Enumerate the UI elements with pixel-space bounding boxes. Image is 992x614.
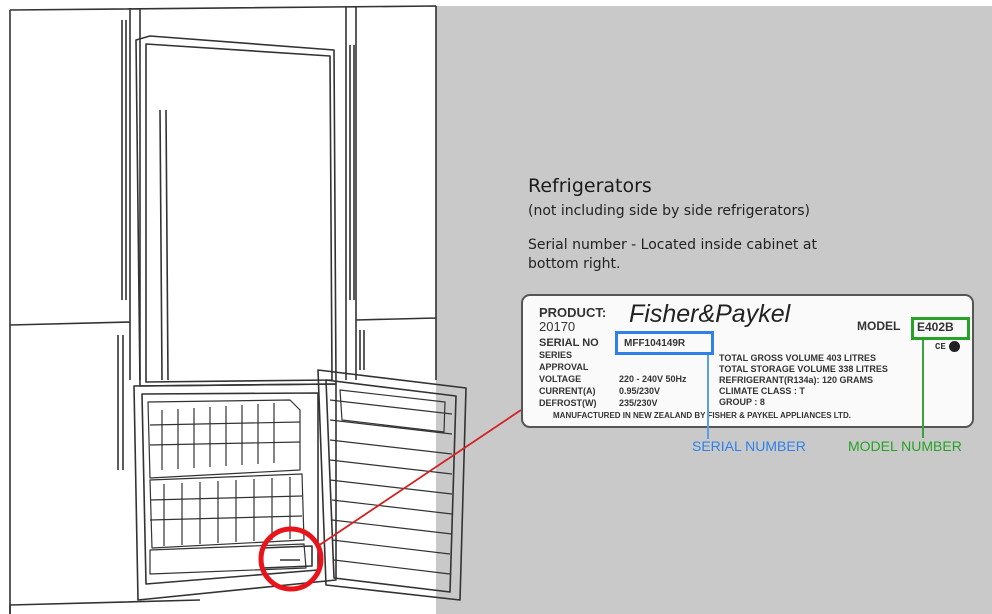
plate-manufacturer: MANUFACTURED IN NEW ZEALAND BY FISHER & … (553, 411, 851, 420)
plate-climate-class: CLIMATE CLASS : T (719, 386, 805, 396)
serial-number-caption: SERIAL NUMBER (692, 438, 806, 454)
serial-pointer-line (707, 355, 709, 439)
plate-approval-label: APPROVAL (539, 362, 588, 372)
plate-product-code: 20170 (539, 319, 575, 334)
model-pointer-line (922, 340, 924, 438)
plate-ce-mark: CE (935, 342, 946, 352)
serial-number-highlight (615, 331, 714, 355)
fridge-upper-handle (160, 110, 168, 380)
plate-current-value: 0.95/230V (619, 386, 660, 396)
plate-serial-label: SERIAL NO (539, 337, 599, 349)
serial-note-line-1: Serial number - Located inside cabinet a… (528, 236, 817, 255)
plate-brand-logo: Fisher&Paykel (629, 300, 790, 329)
model-number-caption: MODEL NUMBER (848, 438, 962, 454)
plate-gross-volume: TOTAL GROSS VOLUME 403 LITRES (719, 353, 876, 363)
plate-current-label: CURRENT(A) (539, 386, 596, 396)
refrigerators-heading: Refrigerators (528, 175, 652, 197)
plate-refrigerant: REFRIGERANT(R134a): 120 GRAMS (719, 375, 873, 385)
plate-certification-icon (949, 341, 960, 352)
serial-location-note: Serial number - Located inside cabinet a… (528, 236, 817, 274)
plate-series-label: SERIES (539, 350, 572, 360)
plate-product-label: PRODUCT: (539, 305, 606, 320)
model-number-highlight (911, 317, 970, 340)
plate-voltage-value: 220 - 240V 50Hz (619, 374, 687, 384)
refrigerators-subheading: (not including side by side refrigerator… (528, 203, 810, 219)
plate-storage-volume: TOTAL STORAGE VOLUME 338 LITRES (719, 364, 888, 374)
plate-defrost-label: DEFROST(W) (539, 398, 597, 408)
freezer-door-open (318, 370, 466, 600)
plate-voltage-label: VOLTAGE (539, 374, 581, 384)
rating-plate: PRODUCT: 20170 Fisher&Paykel MODEL E402B… (521, 294, 974, 428)
kitchen-cabinets (10, 6, 436, 614)
plate-group: GROUP : 8 (719, 397, 765, 407)
door-shelves (330, 390, 452, 574)
serial-note-line-2: bottom right. (528, 255, 817, 274)
plate-defrost-value: 235/230V (619, 398, 658, 408)
plate-model-label: MODEL (857, 319, 900, 333)
